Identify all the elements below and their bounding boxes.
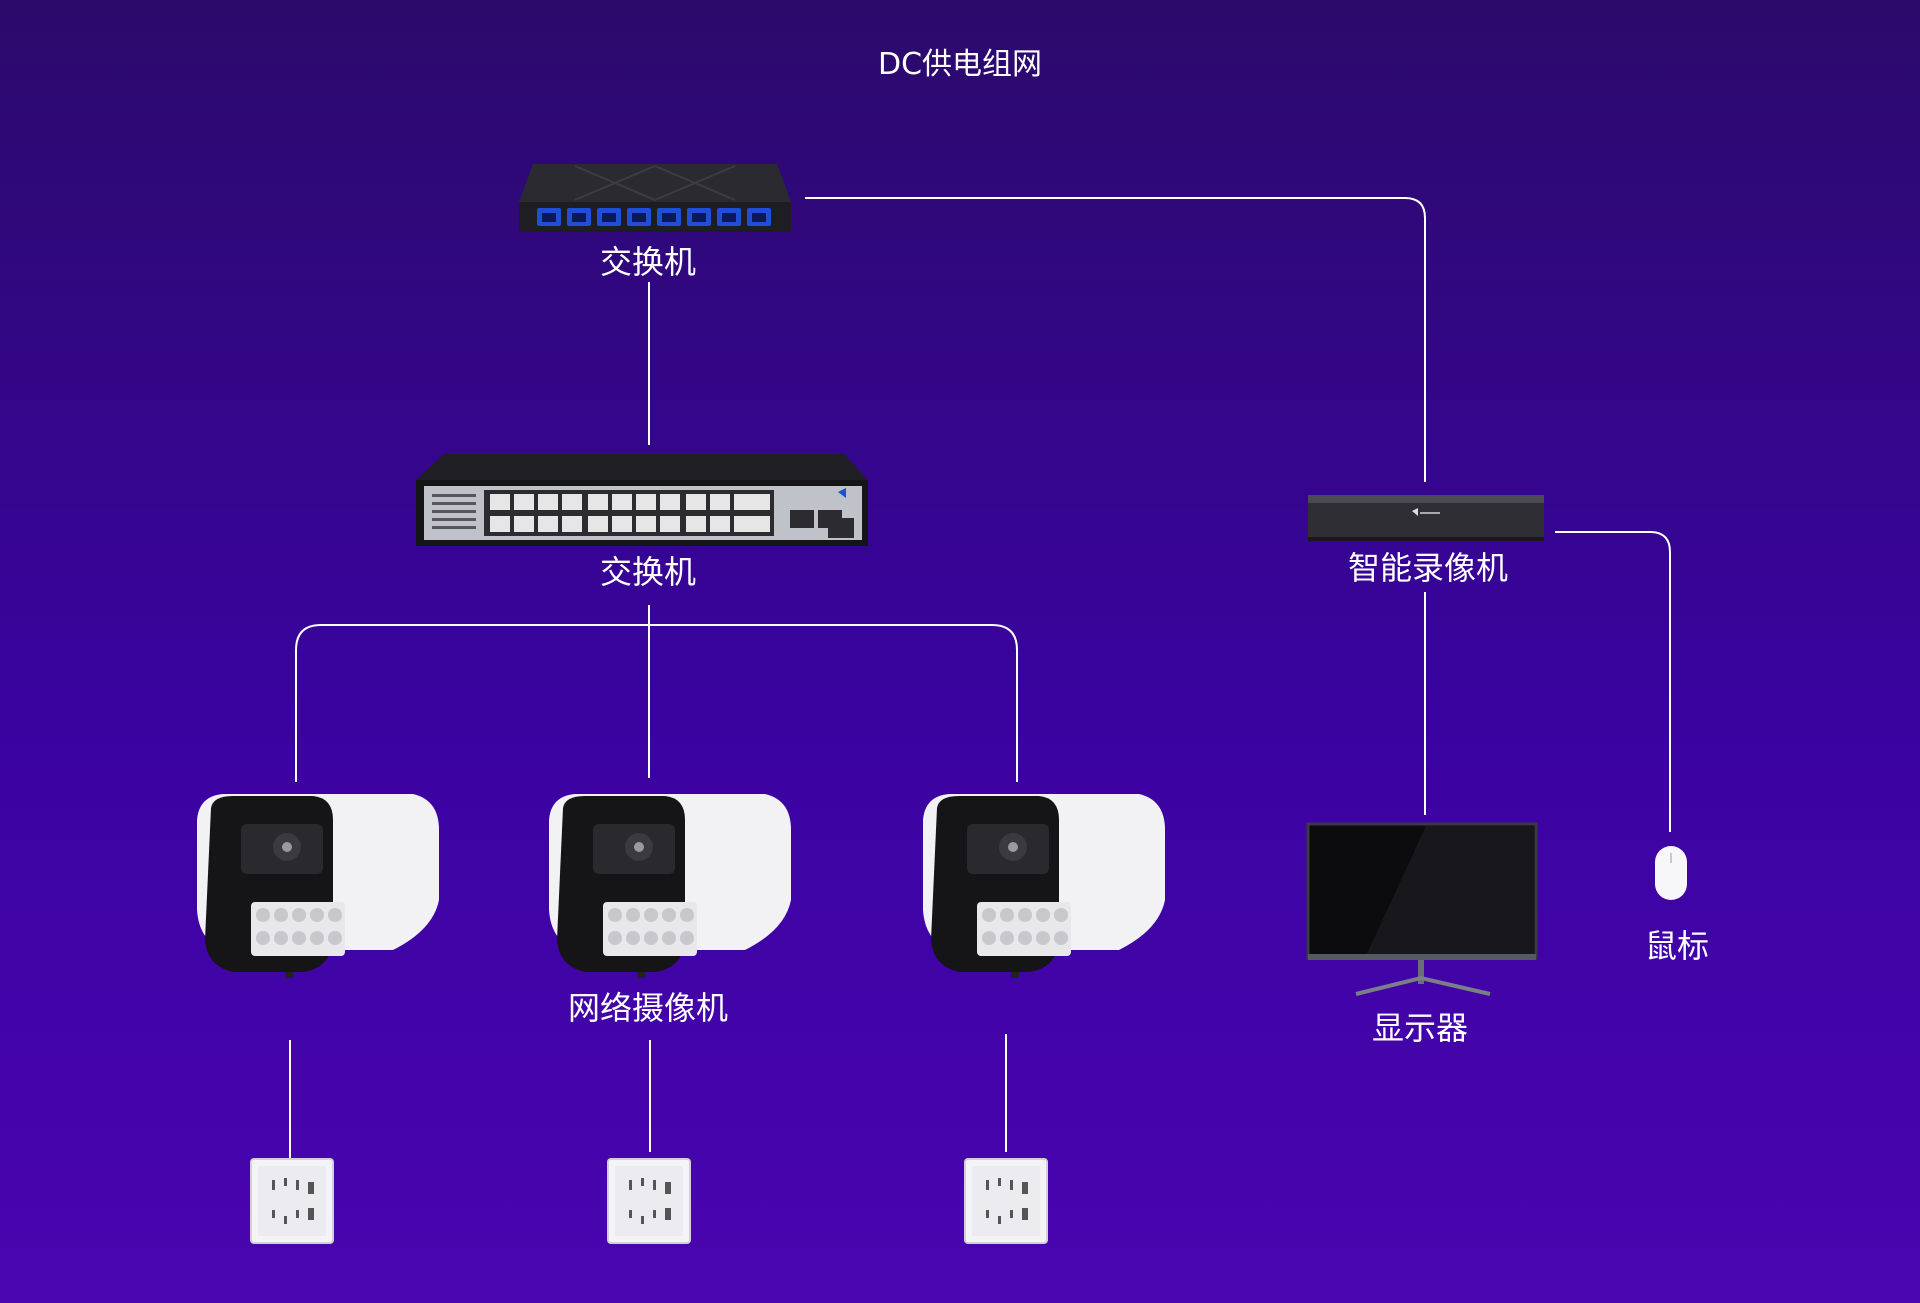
mouse-label: 鼠标 xyxy=(1644,927,1710,965)
bullet-camera-icon xyxy=(197,794,439,978)
line-switch-top-to-nvr xyxy=(805,197,1426,482)
cameras-label: 网络摄像机 xyxy=(567,989,729,1027)
line-nvr-to-mouse xyxy=(1555,531,1671,832)
switch-top-label: 交换机 xyxy=(599,243,697,281)
nvr-icon xyxy=(1308,495,1544,541)
power-socket-icon xyxy=(250,1158,334,1244)
line-switch-mid-to-cameras xyxy=(295,624,1018,782)
monitor-icon xyxy=(1306,822,1538,996)
desktop-switch-icon xyxy=(519,164,791,232)
power-socket-icon xyxy=(607,1158,691,1244)
bullet-camera-icon xyxy=(923,794,1165,978)
rack-switch-icon xyxy=(416,454,868,546)
bullet-camera-icon xyxy=(549,794,791,978)
nvr-label: 智能录像机 xyxy=(1347,549,1509,587)
mouse-icon xyxy=(1655,846,1687,900)
diagram-title: DC供电组网 xyxy=(877,47,1043,82)
switch-mid-label: 交换机 xyxy=(599,553,697,591)
monitor-label: 显示器 xyxy=(1371,1009,1469,1047)
power-socket-icon xyxy=(964,1158,1048,1244)
